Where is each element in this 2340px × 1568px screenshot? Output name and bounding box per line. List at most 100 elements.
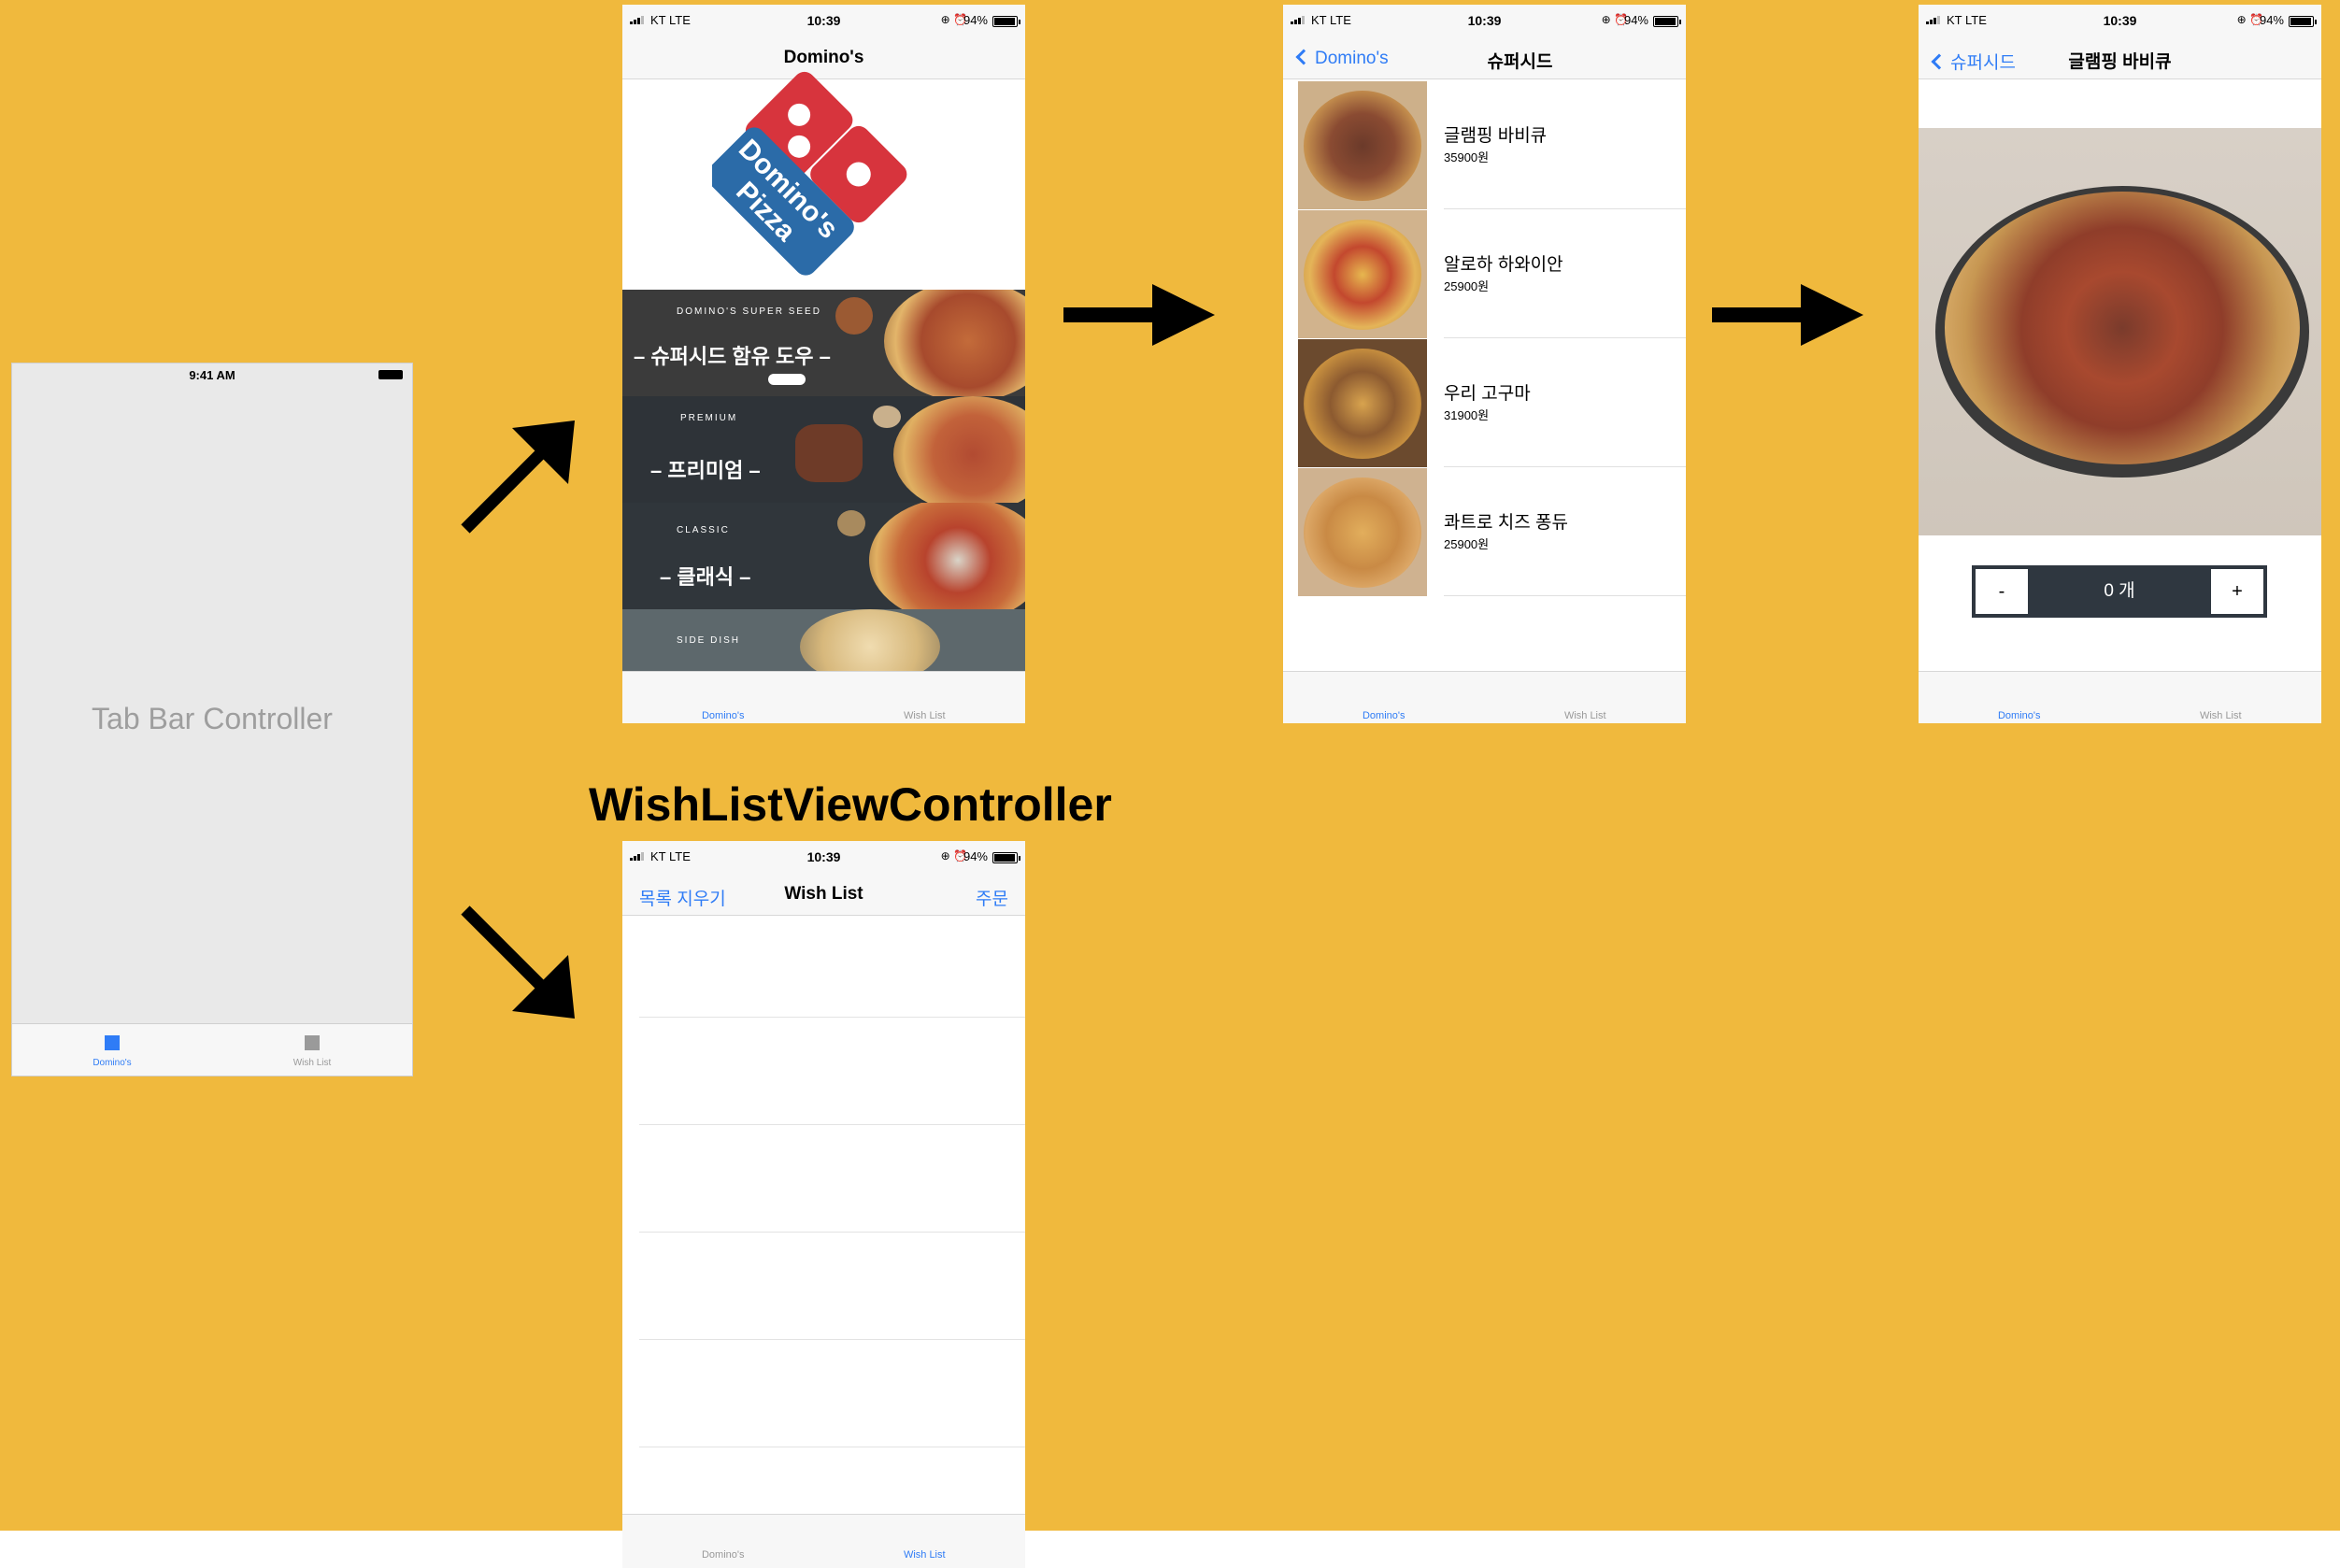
carrier-label: KT LTE	[650, 13, 691, 27]
banner-classic[interactable]: CLASSIC – 클래식 –	[622, 503, 1025, 609]
placeholder-title: Tab Bar Controller	[92, 702, 333, 735]
status-time: 10:39	[2103, 13, 2137, 28]
banner-super-seed[interactable]: DOMINO'S SUPER SEED – 슈퍼시드 함유 도우 –	[622, 290, 1025, 396]
back-button[interactable]: Domino's	[1294, 49, 1389, 69]
tab-dominos[interactable]: Domino's	[1997, 710, 2041, 721]
pizza-image	[1304, 220, 1421, 330]
tab-dominos[interactable]: Domino's	[12, 1035, 212, 1068]
tab-dominos[interactable]: Domino's	[701, 710, 745, 721]
alarm-icon: ⊕ ⏰	[2236, 13, 2263, 26]
tab-bar: Domino's Wish List	[622, 1514, 1025, 1568]
pizza-thumbnail	[1298, 81, 1427, 209]
navigation-bar: 슈퍼시드 글램핑 바비큐	[1919, 40, 2321, 79]
list-item[interactable]: 우리 고구마 31900원	[1283, 338, 1686, 467]
battery-icon	[992, 16, 1020, 27]
carrier-label: KT LTE	[650, 849, 691, 863]
bowl-image	[835, 297, 873, 335]
divider	[1444, 466, 1686, 467]
tab-wishlist[interactable]: Wish List	[212, 1035, 412, 1068]
clear-list-button[interactable]: 목록 지우기	[639, 890, 726, 909]
tab-wishlist[interactable]: Wish List	[2199, 710, 2242, 721]
list-item[interactable]: 글램핑 바비큐 35900원	[1283, 80, 1686, 209]
pizza-image	[869, 503, 1025, 609]
battery-icon	[992, 852, 1020, 863]
mushroom-image	[873, 406, 901, 428]
list-item[interactable]: 콰트로 치즈 퐁듀 25900원	[1283, 467, 1686, 596]
onion-image	[837, 510, 865, 536]
tab-label: Wish List	[292, 1058, 332, 1068]
pizza-photo	[1919, 128, 2321, 535]
list-item[interactable]: 알로하 하와이안 25900원	[1283, 209, 1686, 338]
battery-icon	[1653, 16, 1681, 27]
tab-bar-controller-screen: 9:41 AM Tab Bar Controller Domino's Wish…	[11, 363, 413, 1076]
tab-bar: Domino's Wish List	[12, 1023, 412, 1076]
signal-icon	[1291, 16, 1307, 24]
arrow-down-right-icon	[461, 905, 575, 1019]
alarm-icon: ⊕ ⏰	[940, 849, 967, 862]
pizza-thumbnail	[1298, 339, 1427, 467]
divider	[639, 1124, 1025, 1125]
page-title: 글램핑 바비큐	[2068, 52, 2172, 72]
wishlist-caption: WishListViewController	[589, 778, 1112, 831]
tab-wishlist[interactable]: Wish List	[903, 1549, 946, 1561]
navigation-bar: 목록 지우기 Wish List 주문	[622, 877, 1025, 916]
item-price: 31900원	[1444, 408, 1490, 422]
square-tab-icon	[105, 1035, 120, 1050]
detail-button[interactable]	[768, 374, 806, 385]
banner-subtitle: PREMIUM	[680, 413, 738, 423]
tab-bar: Domino's Wish List	[1919, 671, 2321, 723]
back-label: Domino's	[1315, 49, 1389, 68]
pizza-image	[1304, 349, 1421, 459]
pizza-image	[1304, 91, 1421, 201]
arrow-right-icon	[1712, 284, 1863, 346]
pizza-image	[893, 396, 1025, 503]
battery-percent: 94%	[1623, 13, 1648, 27]
pizza-topping-image	[1945, 192, 2300, 464]
banner-premium[interactable]: PREMIUM – 프리미엄 –	[622, 396, 1025, 503]
increment-button[interactable]: +	[2211, 569, 2263, 614]
divider	[1444, 337, 1686, 338]
banner-title: – 슈퍼시드 함유 도우 –	[634, 345, 831, 368]
divider	[639, 1232, 1025, 1233]
side-dish-image	[800, 609, 940, 671]
alarm-icon: ⊕ ⏰	[1601, 13, 1628, 26]
tab-dominos[interactable]: Domino's	[1362, 710, 1405, 721]
tab-dominos[interactable]: Domino's	[701, 1549, 745, 1561]
bowl-image	[795, 424, 863, 482]
signal-icon	[1926, 16, 1943, 24]
status-time: 10:39	[1467, 13, 1502, 28]
status-bar: KT LTE 10:39 ⊕ ⏰ 94%	[1283, 5, 1686, 40]
tab-bar: Domino's Wish List	[1283, 671, 1686, 723]
status-time: 10:39	[806, 13, 841, 28]
pizza-detail-screen: KT LTE 10:39 ⊕ ⏰ 94% 슈퍼시드 글램핑 바비큐 - 0 개 …	[1919, 5, 2321, 723]
banner-subtitle: SIDE DISH	[677, 635, 741, 646]
arrow-right-icon	[1063, 284, 1215, 346]
carrier-label: KT LTE	[1311, 13, 1351, 27]
back-button[interactable]: 슈퍼시드	[1930, 49, 2016, 74]
pizza-image	[1304, 478, 1421, 588]
divider	[1444, 595, 1686, 596]
divider	[639, 1339, 1025, 1340]
banner-side-dish[interactable]: SIDE DISH	[622, 609, 1025, 671]
item-price: 25900원	[1444, 279, 1490, 293]
divider	[1444, 208, 1686, 209]
tab-wishlist[interactable]: Wish List	[1563, 710, 1606, 721]
tab-bar: Domino's Wish List	[622, 671, 1025, 723]
order-button[interactable]: 주문	[976, 890, 1008, 909]
item-price: 25900원	[1444, 537, 1490, 551]
item-price: 35900원	[1444, 150, 1490, 164]
banner-subtitle: DOMINO'S SUPER SEED	[677, 306, 821, 317]
pizza-list-screen: KT LTE 10:39 ⊕ ⏰ 94% Domino's 슈퍼시드 글램핑 바…	[1283, 5, 1686, 723]
item-name: 알로하 하와이안	[1444, 255, 1563, 275]
status-bar: KT LTE 10:39 ⊕ ⏰ 94%	[1919, 5, 2321, 40]
decrement-button[interactable]: -	[1976, 569, 2028, 614]
item-name: 콰트로 치즈 퐁듀	[1444, 513, 1568, 533]
battery-percent: 94%	[2259, 13, 2284, 27]
dominos-logo: Domino's Pizza	[712, 71, 907, 276]
pizza-image	[884, 290, 1025, 396]
tab-wishlist[interactable]: Wish List	[903, 710, 946, 721]
page-title: 슈퍼시드	[1487, 52, 1553, 72]
signal-icon	[630, 16, 647, 24]
battery-icon	[2289, 16, 2317, 27]
navigation-bar: Domino's	[622, 40, 1025, 79]
